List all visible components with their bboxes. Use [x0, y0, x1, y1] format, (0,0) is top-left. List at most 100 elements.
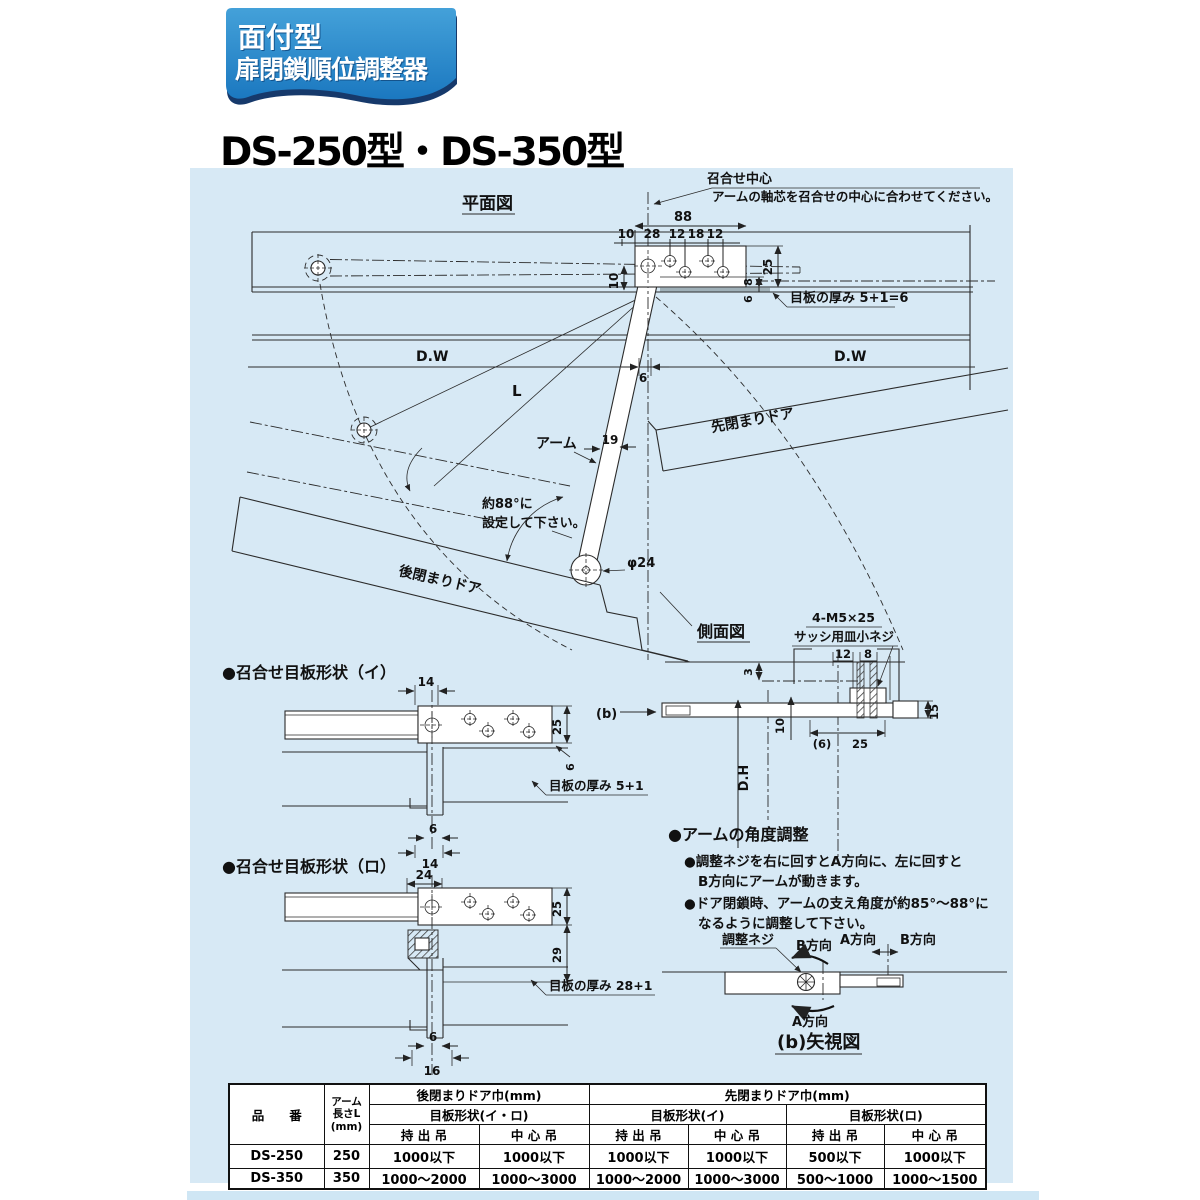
- dim-v8: 8: [742, 278, 755, 286]
- plate-shape-ro: ●召合せ目板形状（ロ） 24: [222, 857, 655, 1078]
- angle-note: 約88°に 設定して下さい。: [482, 496, 586, 562]
- dirB-top-label: B方向: [796, 938, 832, 954]
- meeting-center-note: 召合せ中心 アームの軸芯を召合せの中心に合わせてください。: [653, 171, 998, 206]
- b-label: (b): [596, 707, 617, 722]
- badge-line2: 扉閉鎖順位調整器: [235, 55, 428, 84]
- shape-i-bottom-dims: 6 14: [398, 822, 460, 871]
- rear-door-label: 後閉まりドア: [397, 562, 483, 597]
- dim-dia24: φ24: [627, 556, 655, 571]
- screw-note-line1: 4-M5×25: [812, 610, 875, 625]
- dim-12b: 12: [707, 227, 724, 241]
- dim-s8: 8: [864, 647, 872, 661]
- arm-length-label: L: [512, 382, 522, 400]
- frame-lines: [248, 225, 995, 390]
- dirA-bottom-label: A方向: [792, 1014, 828, 1030]
- dim-s3: 3: [742, 668, 755, 676]
- arm-length-lines: [363, 293, 649, 487]
- dim-s12: 12: [835, 647, 851, 661]
- cell-arm: 350: [323, 1168, 370, 1190]
- technical-drawing: 平面図: [222, 171, 1009, 1078]
- group-header-front-door: 先閉まりドア巾(mm): [588, 1083, 987, 1105]
- center-note-line2: アームの軸芯を召合せの中心に合わせてください。: [712, 189, 998, 204]
- badge-wave-shape: [226, 8, 457, 106]
- mounting-plate: [634, 245, 747, 288]
- adjust-bullet2b: なるように調整して下さい。: [698, 915, 873, 932]
- arm-end-dia: φ24: [602, 556, 655, 574]
- dim-19: 19: [602, 433, 619, 447]
- dirA-top-label: A方向: [840, 932, 876, 948]
- adjust-title: ●アームの角度調整: [668, 825, 809, 844]
- dw-dimension: D.W D.W 6: [416, 349, 866, 385]
- shape-ro-right-dims: 25 29 目板の厚み 28+1: [443, 887, 655, 996]
- rear-door: 後閉まりドア: [231, 496, 691, 663]
- spec-table: 品 番 アーム 長さL (mm) 後閉まりドア巾(mm) 先閉まりドア巾(mm)…: [228, 1083, 988, 1190]
- door-swing-arrow: [404, 447, 423, 492]
- side-view-title: 側面図: [696, 622, 745, 641]
- dim-28: 28: [644, 227, 661, 241]
- dim-18: 18: [688, 227, 705, 241]
- sub-header-shape-i-ro: 目板形状(イ・ロ): [368, 1104, 590, 1125]
- arm-header-line1: アーム: [331, 1096, 362, 1109]
- rear-door-swing-arc: [319, 283, 573, 651]
- dim-ib14: 14: [422, 857, 439, 871]
- dim-ro29: 29: [550, 947, 564, 963]
- angle-note-line2: 設定して下さい。: [482, 515, 586, 531]
- adjust-bullet2a: ●ドア閉鎖時、アームの支え角度が約85°〜88°に: [684, 895, 989, 912]
- door-height-dim: D.H: [734, 699, 752, 848]
- cell-value: 1000〜3000: [478, 1168, 590, 1190]
- device-bar: [661, 661, 919, 719]
- dw-left-label: D.W: [416, 349, 448, 365]
- dim-s6p: (6): [813, 737, 832, 751]
- arm-labels: アーム 19: [536, 433, 636, 464]
- dim-88: 88: [674, 210, 692, 225]
- cell-value: 1000〜3000: [687, 1168, 787, 1190]
- dim-v6: 6: [742, 295, 755, 303]
- front-door: 先閉まりドア: [647, 367, 1009, 472]
- cell-value: 1000〜1500: [883, 1168, 987, 1190]
- plate-note-text: 目板の厚み 5+1=6: [790, 290, 908, 306]
- header-hang-out-3: 持 出 吊: [785, 1124, 885, 1145]
- col-header-part: 品 番: [228, 1083, 325, 1145]
- plate-width-dims: 88 10 28 12 18 12: [614, 210, 747, 266]
- cell-value: 1000〜2000: [368, 1168, 480, 1190]
- product-badge: 面付型 扉閉鎖順位調整器: [222, 4, 458, 114]
- cell-value: 500以下: [785, 1144, 885, 1169]
- table-row-ds250: DS-250 250 1000以下 1000以下 1000以下 1000以下 5…: [228, 1144, 987, 1169]
- side-dims-top: 12 8 3: [742, 647, 878, 688]
- dh-label: D.H: [737, 765, 752, 792]
- dim-rob6: 6: [429, 1030, 437, 1044]
- cell-value: 1000〜2000: [588, 1168, 689, 1190]
- arm-header-line3: (mm): [330, 1120, 363, 1133]
- shape-i-drawing: [282, 690, 568, 852]
- shape-i-note: 目板の厚み 5+1: [549, 778, 644, 793]
- side-dims-mid: 10 15 (6) 25: [773, 696, 941, 751]
- adjust-bullet1b: B方向にアームが動きます。: [698, 873, 868, 890]
- cell-value: 500〜1000: [785, 1168, 885, 1190]
- rear-door-open-lines: [246, 421, 571, 523]
- front-door-label: 先閉まりドア: [710, 405, 796, 436]
- shape-ro-drawing: [282, 875, 568, 1075]
- cell-value: 1000以下: [368, 1144, 480, 1169]
- header-hang-center-2: 中 心 吊: [687, 1124, 787, 1145]
- sub-header-shape-ro: 目板形状(ロ): [785, 1104, 987, 1125]
- page-title: DS-250型・DS-350型: [220, 130, 625, 175]
- cell-part: DS-350: [228, 1168, 325, 1190]
- group-header-rear-door: 後閉まりドア巾(mm): [368, 1083, 590, 1105]
- table-row-ds350: DS-350 350 1000〜2000 1000〜3000 1000〜2000…: [228, 1168, 987, 1190]
- b-view-caption: (b)矢視図: [777, 1031, 860, 1053]
- header-hang-center-3: 中 心 吊: [883, 1124, 987, 1145]
- badge-body: [226, 8, 456, 100]
- dim-rob16: 16: [424, 1064, 441, 1078]
- sash-frame: [665, 648, 905, 702]
- arm-angle-adjust: ●アームの角度調整 ●調整ネジを右に回すとA方向に、左に回すと B方向にアームが…: [662, 825, 1007, 1055]
- dim-i6: 6: [564, 763, 577, 771]
- arm-header-line2: 長さL: [332, 1108, 361, 1121]
- cell-value: 1000以下: [883, 1144, 987, 1169]
- dim-s15: 15: [927, 704, 941, 720]
- b-view-figure: 調整ネジ B方向 A方向 B方向 A方向 (b)矢視図: [662, 932, 1007, 1055]
- shape-i-right-dims: 25 6 目板の厚み 5+1: [531, 705, 648, 796]
- cell-value: 1000以下: [588, 1144, 689, 1169]
- dim-i25: 25: [550, 719, 564, 735]
- screw-note: 4-M5×25 サッシ用皿小ネジ: [792, 610, 898, 687]
